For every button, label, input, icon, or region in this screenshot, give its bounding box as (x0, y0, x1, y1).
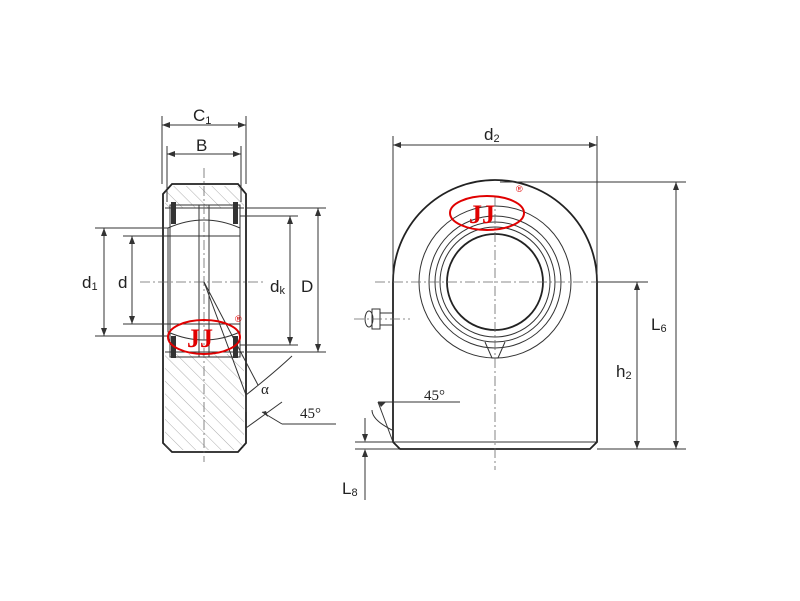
section-view: C1 B d1 d dk D α 45° JJ ® (82, 106, 336, 462)
section-hatch-bottom (165, 354, 244, 450)
label-alpha: α (261, 382, 269, 398)
label-d2: d2 (484, 125, 500, 145)
label-l6: L6 (651, 315, 667, 335)
label-h2: h2 (616, 362, 632, 382)
label-45-left: 45° (300, 406, 321, 422)
label-b: B (196, 136, 207, 155)
svg-text:®: ® (235, 314, 242, 324)
jj-logo-section: JJ ® (167, 314, 242, 355)
label-d: d (118, 273, 127, 292)
label-c1: C1 (193, 106, 211, 127)
svg-text:®: ® (516, 184, 523, 194)
section-inner-ring-top (167, 219, 241, 237)
label-big-d: D (301, 277, 313, 296)
section-inner-ring-bottom (167, 323, 241, 341)
svg-text:JJ: JJ (469, 200, 495, 229)
section-hatch-top (165, 186, 244, 208)
svg-text:JJ: JJ (187, 324, 213, 353)
label-45-right: 45° (424, 388, 445, 404)
label-dk: dk (270, 277, 285, 297)
label-d1: d1 (82, 273, 98, 293)
jj-logo-front: JJ ® (449, 184, 525, 231)
label-l8: L8 (342, 479, 358, 499)
front-view: d2 L6 h2 45° L8 JJ ® (342, 125, 686, 500)
